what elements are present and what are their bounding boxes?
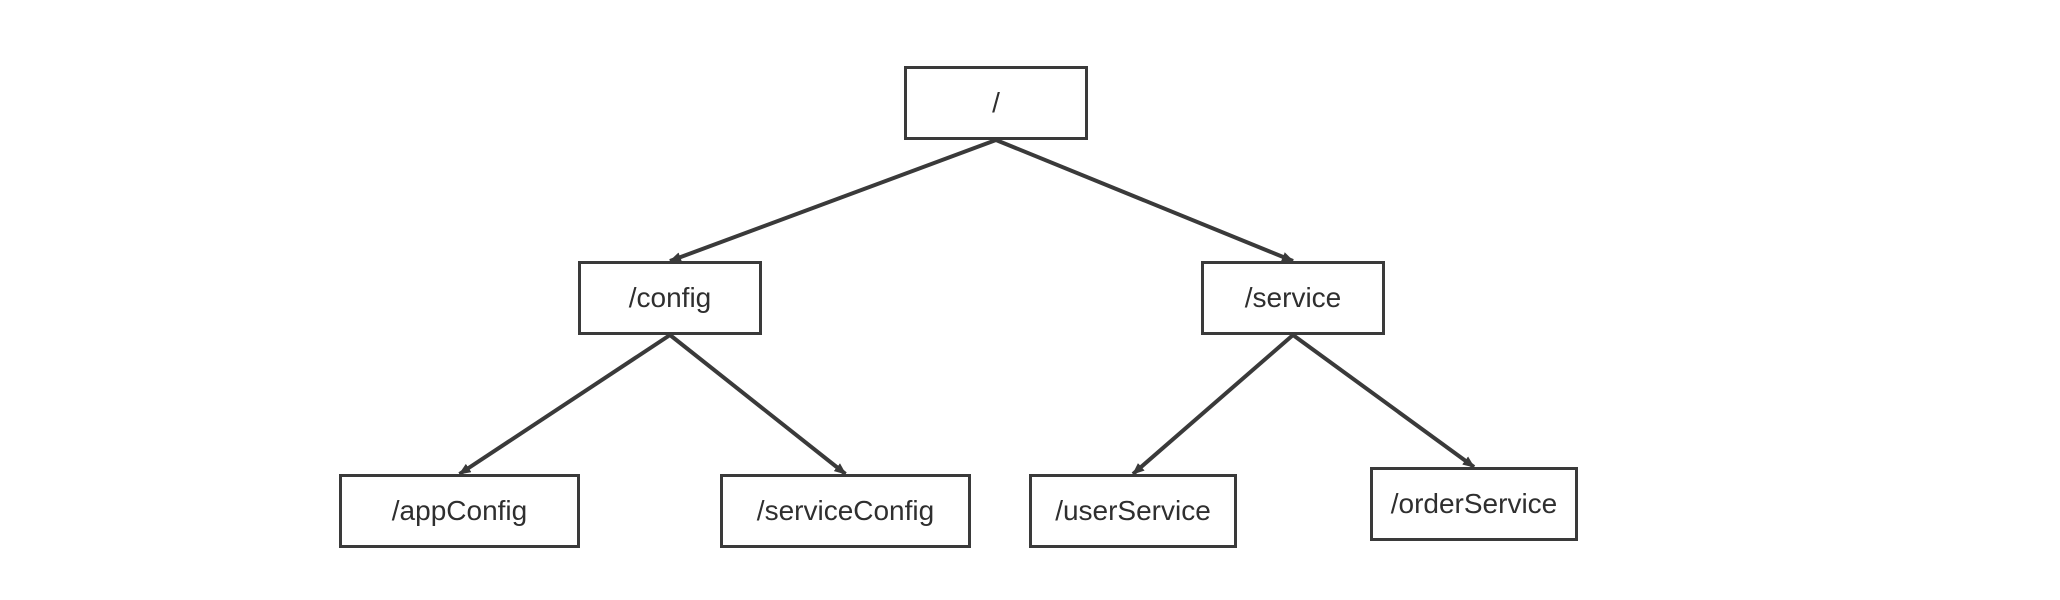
node-service-label: /service xyxy=(1244,282,1342,313)
node-userservice-label: /userService xyxy=(1055,495,1211,526)
node-root-label: / xyxy=(992,87,1000,118)
node-serviceconfig: /serviceConfig xyxy=(720,474,971,548)
node-appconfig: /appConfig xyxy=(339,474,580,548)
edge-config-appconfig xyxy=(458,333,672,476)
node-serviceconfig-label: /serviceConfig xyxy=(756,495,935,526)
edge-service-orderservice xyxy=(1291,333,1476,469)
edge-root-service xyxy=(995,138,1294,263)
edge-service-userservice xyxy=(1131,333,1295,476)
node-config: /config xyxy=(578,261,762,335)
node-appconfig-label: /appConfig xyxy=(391,495,528,526)
node-root: / xyxy=(904,66,1088,140)
node-orderservice: /orderService xyxy=(1370,467,1578,541)
edge-root-config xyxy=(669,138,997,263)
node-service: /service xyxy=(1201,261,1385,335)
node-config-label: /config xyxy=(628,282,712,313)
node-userservice: /userService xyxy=(1029,474,1237,548)
edge-config-serviceconfig xyxy=(668,333,847,476)
node-orderservice-label: /orderService xyxy=(1390,488,1558,519)
